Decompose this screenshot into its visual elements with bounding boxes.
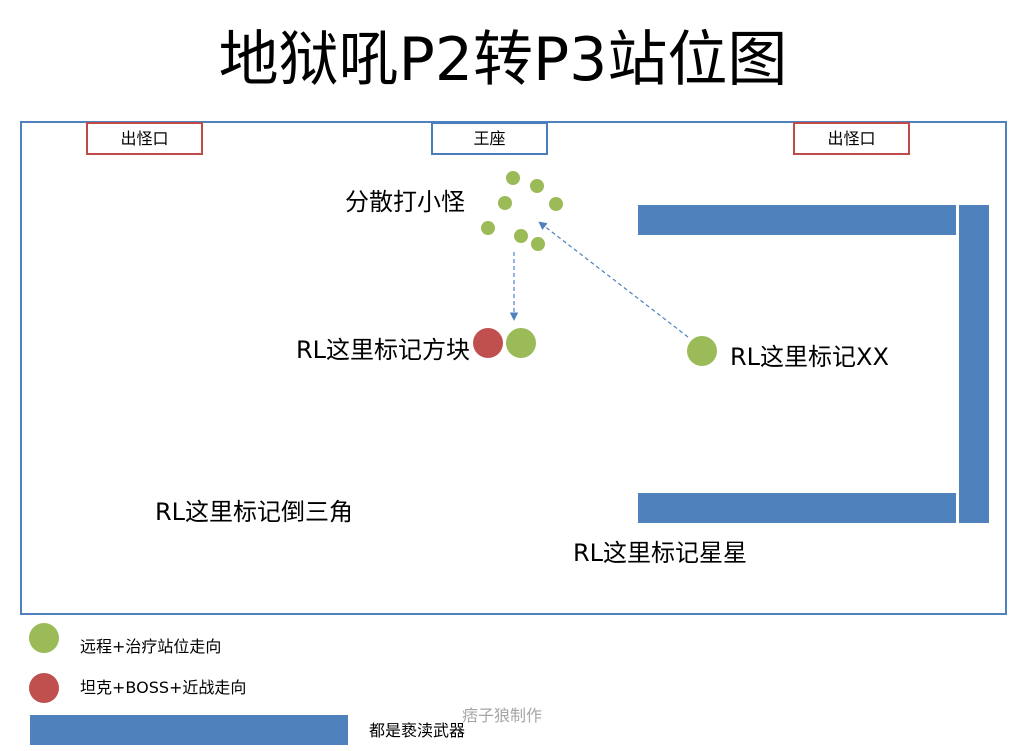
page-title: 地狱吼P2转P3站位图 xyxy=(218,25,788,95)
spawn-point-left-label: 出怪口 xyxy=(120,129,169,148)
legend-ranged-label: 远程+治疗站位走向 xyxy=(80,637,222,656)
throne-box: 王座 xyxy=(431,122,548,155)
weapon-bar-top xyxy=(638,205,956,235)
mark-triangle-label: RL这里标记倒三角 xyxy=(155,498,354,526)
legend-tank-label: 坦克+BOSS+近战走向 xyxy=(80,678,247,697)
mark-square-label: RL这里标记方块 xyxy=(295,336,470,364)
spread-label: 分散打小怪 xyxy=(345,188,465,216)
legend-ranged-icon xyxy=(29,623,59,653)
mark-xx-label: RL这里标记XX xyxy=(730,343,889,371)
spawn-point-right: 出怪口 xyxy=(793,122,910,155)
spawn-point-right-label: 出怪口 xyxy=(827,129,876,148)
throne-label: 王座 xyxy=(473,129,506,148)
mark-star-label: RL这里标记星星 xyxy=(573,539,748,567)
legend-weapon-label: 都是亵渎武器 xyxy=(369,721,466,740)
legend-weapon-icon xyxy=(30,715,348,745)
weapon-bar-right xyxy=(959,205,989,523)
spawn-point-left: 出怪口 xyxy=(86,122,203,155)
legend-tank-icon xyxy=(29,673,59,703)
weapon-bar-bottom xyxy=(638,493,956,523)
watermark: 痞子狼制作 xyxy=(462,706,543,725)
